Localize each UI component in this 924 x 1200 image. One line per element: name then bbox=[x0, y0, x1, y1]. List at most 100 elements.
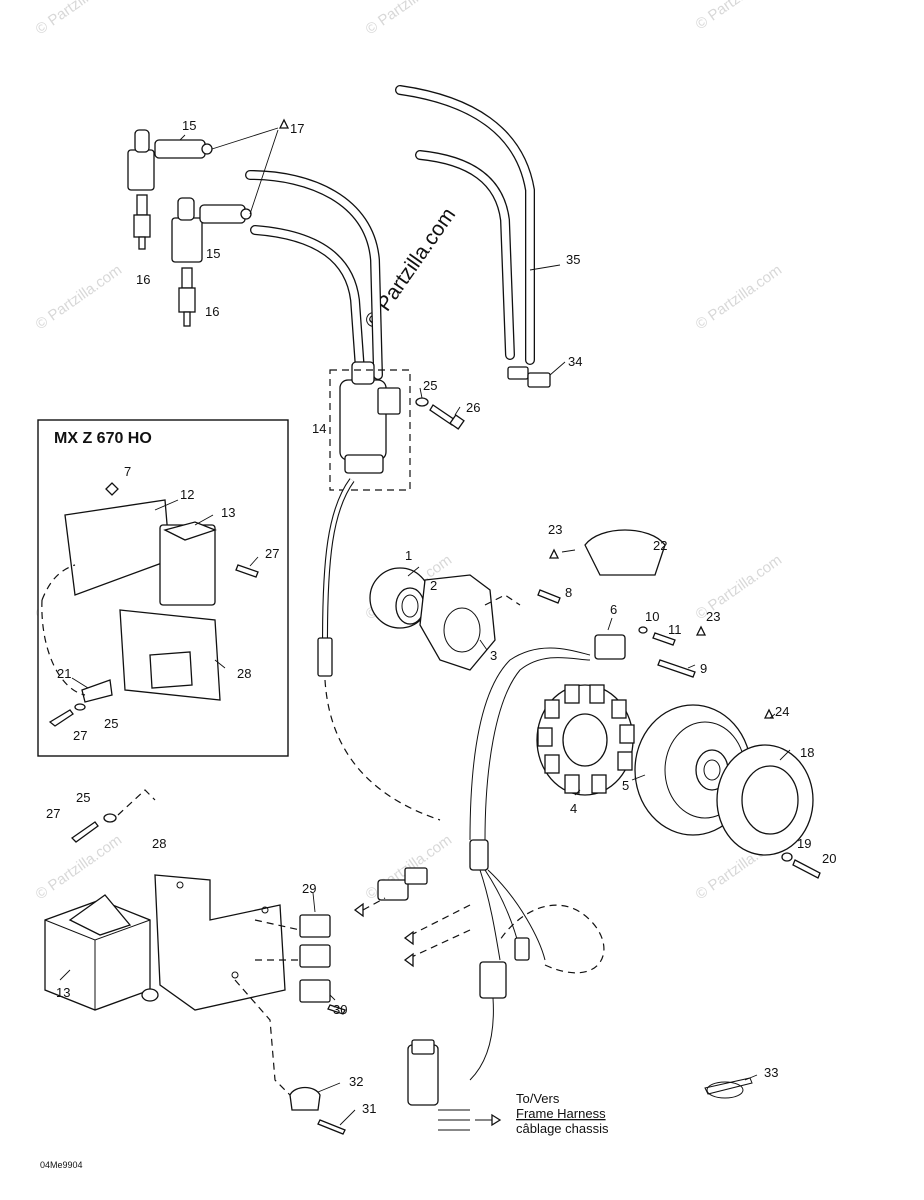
callout-16-lower: 16 bbox=[205, 304, 219, 319]
callout-27-inset: 27 bbox=[73, 728, 87, 743]
washer-25-lower bbox=[103, 813, 117, 823]
clip-32 bbox=[289, 1086, 321, 1111]
frame-harness-connector bbox=[407, 1039, 502, 1131]
bolt-27-inset-upper bbox=[235, 564, 259, 578]
callout-26: 26 bbox=[466, 400, 480, 415]
figure-code: 04Me9904 bbox=[40, 1160, 83, 1170]
washer-25-inset bbox=[74, 703, 86, 711]
trigger-coil-6 bbox=[469, 634, 626, 841]
callout-28-lower: 28 bbox=[152, 836, 166, 851]
callout-14: 14 bbox=[312, 421, 326, 436]
spark-plug-cap-lower bbox=[171, 197, 252, 263]
callout-15-lower: 15 bbox=[206, 246, 220, 261]
high-tension-wires bbox=[245, 85, 535, 380]
callout-25-inset: 25 bbox=[104, 716, 118, 731]
housing-cover-22 bbox=[584, 529, 666, 576]
washer-10 bbox=[638, 626, 648, 634]
callout-32: 32 bbox=[349, 1074, 363, 1089]
callout-25-upper: 25 bbox=[423, 378, 437, 393]
pin-31 bbox=[317, 1119, 346, 1135]
grommet-23-upper bbox=[548, 548, 560, 559]
callout-29: 29 bbox=[302, 881, 316, 896]
callout-27-inset-upper: 27 bbox=[265, 546, 279, 561]
watermark: © Partzilla.com bbox=[693, 0, 786, 33]
stator-4 bbox=[536, 684, 635, 796]
spark-plug-upper bbox=[133, 194, 151, 250]
callout-8: 8 bbox=[565, 585, 572, 600]
washer-25-upper bbox=[415, 397, 429, 407]
bolt-9 bbox=[657, 659, 696, 678]
callout-labels: 15 17 16 15 16 35 34 25 26 14 12 13 27 2… bbox=[46, 118, 836, 1116]
callout-10: 10 bbox=[645, 609, 659, 624]
callout-12: 12 bbox=[180, 487, 194, 502]
callout-28-inset: 28 bbox=[237, 666, 251, 681]
callout-34: 34 bbox=[568, 354, 582, 369]
bolt-20 bbox=[792, 859, 821, 879]
callout-21: 21 bbox=[57, 666, 71, 681]
ignition-coil bbox=[329, 361, 411, 491]
inset-panel: MX Z 670 HO bbox=[37, 419, 289, 757]
pin-30 bbox=[327, 1004, 346, 1015]
callout-25-lower: 25 bbox=[76, 790, 90, 805]
callout-4: 4 bbox=[570, 801, 577, 816]
callout-6: 6 bbox=[610, 602, 617, 617]
callout-11: 11 bbox=[668, 622, 682, 637]
bolt-11 bbox=[652, 632, 676, 646]
washer-19 bbox=[781, 852, 793, 862]
callout-22: 22 bbox=[653, 538, 667, 553]
harness-note-line1: To/Vers bbox=[516, 1091, 560, 1106]
callout-18: 18 bbox=[800, 745, 814, 760]
ignition-module-13 bbox=[44, 894, 159, 1011]
callout-27-lower: 27 bbox=[46, 806, 60, 821]
callout-1: 1 bbox=[405, 548, 412, 563]
bolt-8 bbox=[537, 589, 561, 604]
callout-2: 2 bbox=[430, 578, 437, 593]
grommet-24 bbox=[763, 708, 775, 719]
housing-3 bbox=[419, 574, 496, 671]
coil-connector bbox=[317, 637, 333, 677]
spark-plug-lower bbox=[178, 267, 196, 327]
nut-7 bbox=[105, 482, 119, 496]
cable-tie-33 bbox=[704, 1077, 753, 1099]
connector-34 bbox=[507, 366, 551, 388]
watermark: © Partzilla.com bbox=[363, 0, 456, 38]
callout-24: 24 bbox=[775, 704, 789, 719]
callout-16-upper: 16 bbox=[136, 272, 150, 287]
harness-connector bbox=[377, 867, 428, 901]
callout-13-lower: 13 bbox=[56, 985, 70, 1000]
callout-23-upper: 23 bbox=[548, 522, 562, 537]
callout-19: 19 bbox=[797, 836, 811, 851]
ring-gear-18 bbox=[716, 744, 814, 856]
callout-23-right: 23 bbox=[706, 609, 720, 624]
callout-30: 30 bbox=[333, 1002, 347, 1017]
seal-2 bbox=[395, 587, 425, 625]
watermark: © Partzilla.com bbox=[33, 261, 126, 333]
callout-3: 3 bbox=[490, 648, 497, 663]
bolt-27-lower bbox=[70, 821, 99, 843]
callout-7: 7 bbox=[124, 464, 131, 479]
watermark: © Partzilla.com bbox=[363, 831, 456, 903]
harness-note-line2: Frame Harness bbox=[516, 1106, 606, 1121]
stator-harness bbox=[469, 839, 546, 1081]
callout-5: 5 bbox=[622, 778, 629, 793]
bracket-28 bbox=[154, 874, 286, 1011]
watermark: © Partzilla.com bbox=[33, 0, 126, 38]
grommet-17 bbox=[278, 118, 290, 129]
callout-35: 35 bbox=[566, 252, 580, 267]
connector-blocks-29 bbox=[299, 914, 331, 1003]
callout-13-inset: 13 bbox=[221, 505, 235, 520]
harness-note-line3: câblage chassis bbox=[516, 1121, 609, 1136]
callout-33: 33 bbox=[764, 1065, 778, 1080]
inset-title: MX Z 670 HO bbox=[54, 430, 152, 447]
watermark: © Partzilla.com bbox=[693, 261, 786, 333]
watermark: © Partzilla.com bbox=[33, 831, 126, 903]
callout-17: 17 bbox=[290, 121, 304, 136]
callout-9: 9 bbox=[700, 661, 707, 676]
bolt-26-upper bbox=[429, 404, 465, 430]
grommet-23-right bbox=[695, 625, 707, 636]
callout-15-upper: 15 bbox=[182, 118, 196, 133]
spark-plug-cap-upper bbox=[127, 129, 213, 191]
callout-31: 31 bbox=[362, 1101, 376, 1116]
